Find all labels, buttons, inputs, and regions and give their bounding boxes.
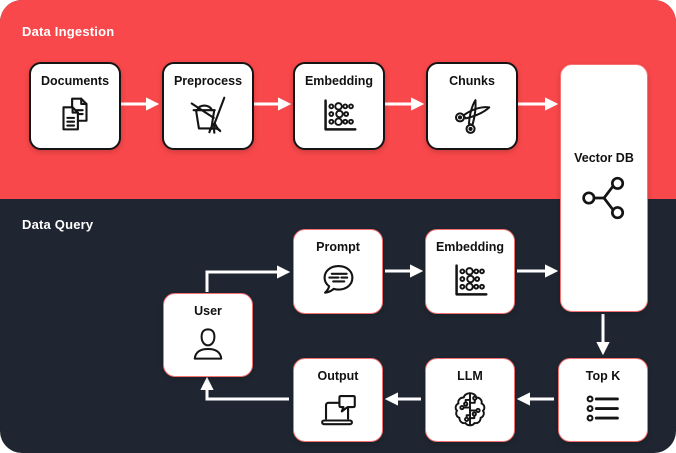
node-output-label: Output: [317, 369, 359, 383]
node-prompt: Prompt: [293, 229, 383, 314]
node-embedding-ingest: Embedding: [293, 62, 385, 150]
node-vector-db: Vector DB: [560, 64, 648, 312]
node-chunks-label: Chunks: [449, 74, 495, 88]
node-llm: LLM: [425, 358, 515, 442]
node-output: Output: [293, 358, 383, 442]
node-embedding-ingest-label: Embedding: [304, 74, 374, 88]
node-user: User: [163, 293, 253, 377]
node-top-k-label: Top K: [585, 369, 621, 383]
node-top-k: Top K: [558, 358, 648, 442]
scatter-dots-icon: [295, 88, 383, 149]
section-title-ingestion: Data Ingestion: [22, 24, 115, 39]
node-preprocess: Preprocess: [162, 62, 254, 150]
documents-icon: [31, 88, 119, 149]
person-icon: [164, 318, 252, 377]
scatter-dots-icon: [426, 254, 514, 314]
broom-bucket-icon: [164, 88, 252, 149]
node-prompt-label: Prompt: [316, 240, 360, 254]
node-preprocess-label: Preprocess: [173, 74, 243, 88]
section-title-query: Data Query: [22, 217, 94, 232]
speech-bubble-icon: [294, 254, 382, 314]
node-user-label: User: [194, 304, 222, 318]
brain-circuit-icon: [426, 383, 514, 442]
list-items-icon: [559, 383, 647, 442]
node-documents: Documents: [29, 62, 121, 150]
node-embedding-query: Embedding: [425, 229, 515, 314]
node-vector-db-label: Vector DB: [574, 150, 634, 165]
share-network-icon: [561, 172, 647, 224]
node-embedding-query-label: Embedding: [435, 240, 505, 254]
node-llm-label: LLM: [457, 369, 483, 383]
scissors-icon: [428, 88, 516, 149]
node-documents-label: Documents: [40, 74, 110, 88]
laptop-chat-icon: [294, 383, 382, 442]
node-chunks: Chunks: [426, 62, 518, 150]
